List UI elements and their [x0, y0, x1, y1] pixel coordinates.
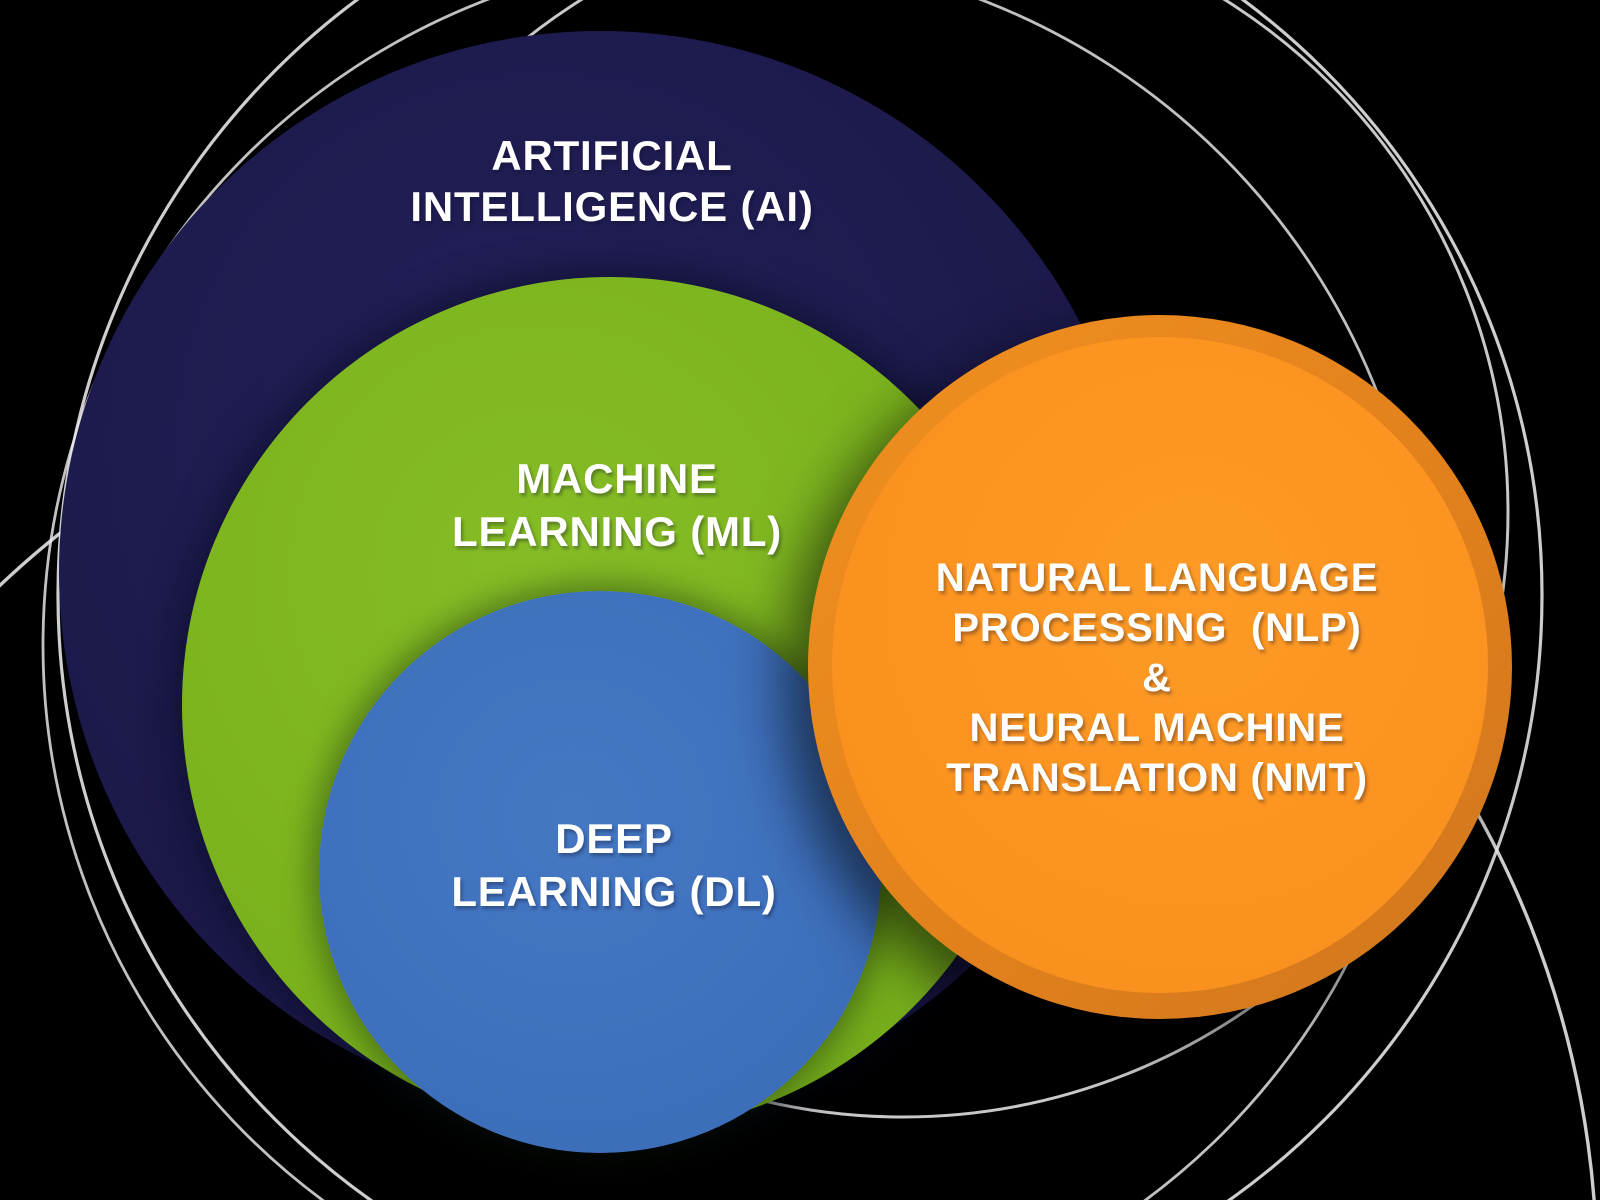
- dl-label-line: LEARNING (DL): [451, 868, 777, 915]
- ai-label-line: ARTIFICIAL: [491, 132, 733, 179]
- nlp-label-line: PROCESSING (NLP): [952, 606, 1362, 650]
- ml-label-line: MACHINE: [516, 455, 718, 502]
- ai-label-line: INTELLIGENCE (AI): [410, 183, 814, 230]
- dl-circle: [319, 591, 881, 1153]
- ml-label-line: LEARNING (ML): [451, 508, 783, 555]
- nlp-label-line: NATURAL LANGUAGE: [935, 556, 1379, 600]
- nlp-nmt-circle-inner: [832, 337, 1488, 993]
- dl-label-line: DEEP: [555, 815, 673, 862]
- nlp-nmt-circle: [808, 315, 1512, 1019]
- nlp-label-line: &: [1142, 656, 1172, 700]
- ring-icon: [56, 0, 1544, 1200]
- ml-label: MACHINE LEARNING (ML): [452, 452, 782, 558]
- nlp-nmt-label: NATURAL LANGUAGE PROCESSING (NLP) & NEUR…: [936, 553, 1378, 803]
- nlp-label-line: TRANSLATION (NMT): [946, 756, 1368, 800]
- ai-label: ARTIFICIAL INTELLIGENCE (AI): [410, 130, 813, 232]
- nlp-label-line: NEURAL MACHINE: [969, 706, 1345, 750]
- dl-label: DEEP LEARNING (DL): [451, 812, 776, 918]
